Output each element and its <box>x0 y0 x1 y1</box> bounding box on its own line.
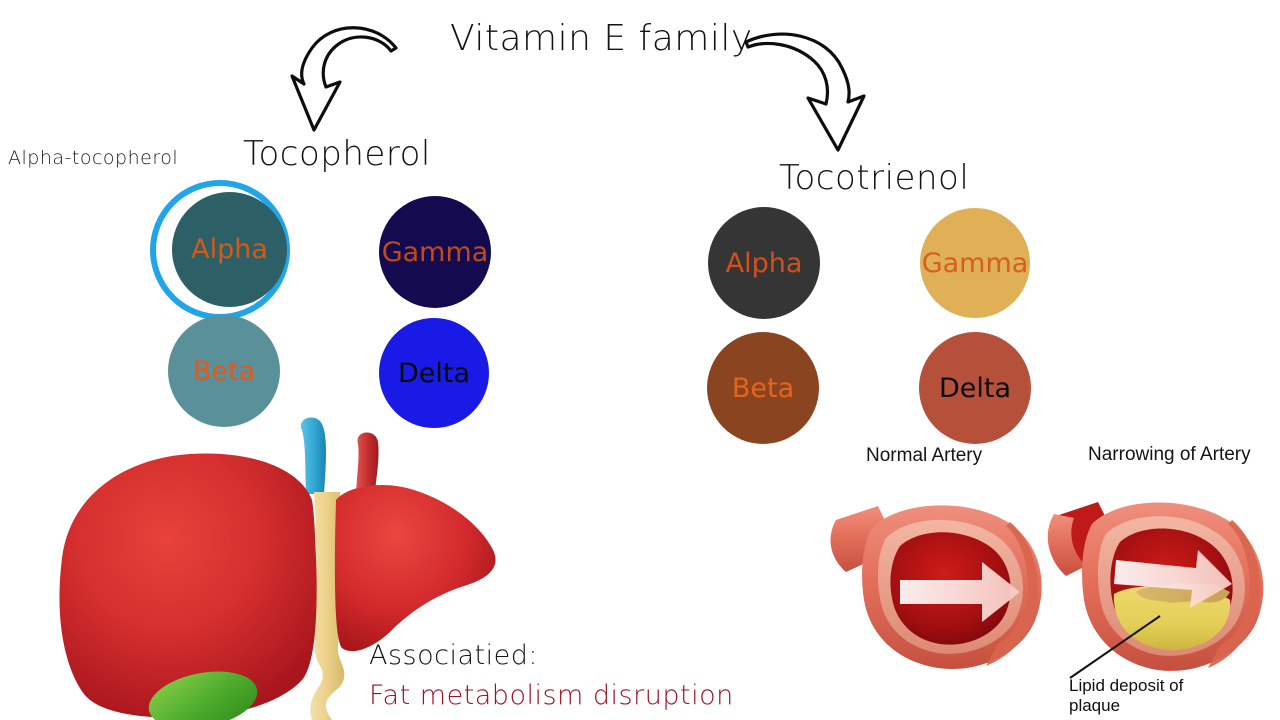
caption-narrowing-artery: Narrowing of Artery <box>1088 444 1251 465</box>
vitamer-tocopherol-delta[interactable]: Delta <box>379 318 489 428</box>
gallbladder-icon <box>148 671 258 720</box>
vitamer-tocotrienol-gamma[interactable]: Gamma <box>920 208 1030 318</box>
curved-arrow-down-right-icon <box>744 32 866 152</box>
vitamer-label: Beta <box>731 372 795 404</box>
group-heading-tocotrienol: Tocotrienol <box>779 158 970 198</box>
vitamer-tocotrienol-delta[interactable]: Delta <box>919 332 1031 444</box>
callout-label-alpha-tocopherol: Alpha-tocopherol <box>8 147 179 169</box>
curved-arrow-down-left-icon <box>290 26 398 132</box>
artery-comparison-illustration <box>830 502 1264 679</box>
vitamer-label: Gamma <box>921 247 1029 279</box>
vitamer-label: Alpha <box>191 234 268 265</box>
group-heading-tocopherol: Tocopherol <box>243 134 431 174</box>
vitamer-tocopherol-alpha[interactable]: Alpha <box>172 192 287 307</box>
vitamer-label: Delta <box>397 357 471 389</box>
liver-note-heading: Associatied: <box>369 640 538 671</box>
vitamer-tocotrienol-alpha[interactable]: Alpha <box>708 207 820 319</box>
caption-normal-artery: Normal Artery <box>866 445 983 466</box>
vitamer-label: Gamma <box>381 236 489 268</box>
vitamer-tocopherol-beta[interactable]: Beta <box>168 315 280 427</box>
vitamer-label: Delta <box>938 372 1012 404</box>
vitamer-label: Alpha <box>725 247 803 279</box>
page-title: Vitamin E family <box>450 18 753 59</box>
liver-note-detail: Fat metabolism disruption <box>369 680 734 711</box>
liver-organ-icon <box>59 417 496 720</box>
narrowed-artery-icon <box>1047 502 1264 679</box>
normal-artery-icon <box>830 505 1042 669</box>
vitamer-tocopherol-gamma[interactable]: Gamma <box>379 196 491 308</box>
vitamer-tocotrienol-beta[interactable]: Beta <box>707 332 819 444</box>
label-lipid-deposit-of-plaque: Lipid deposit of plaque <box>1069 676 1184 715</box>
vitamer-label: Beta <box>192 355 256 387</box>
